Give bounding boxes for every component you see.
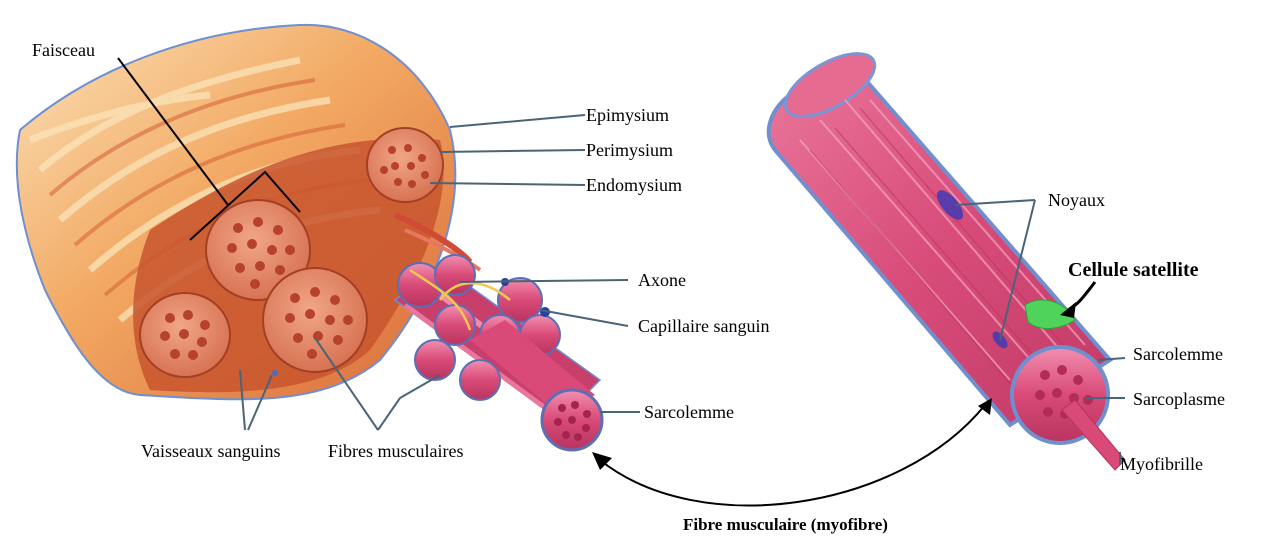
- myofibre-illustration: [769, 41, 1125, 470]
- label-noyaux: Noyaux: [1048, 190, 1105, 210]
- label-sarcoplasme: Sarcoplasme: [1133, 389, 1225, 409]
- label-myofibrille: Myofibrille: [1120, 454, 1203, 474]
- label-faisceau: Faisceau: [32, 40, 95, 60]
- label-fibres: Fibres musculaires: [328, 441, 463, 461]
- label-epimysium: Epimysium: [586, 105, 669, 125]
- label-endomysium: Endomysium: [586, 175, 682, 195]
- label-fibre-musculaire: Fibre musculaire (myofibre): [683, 515, 888, 534]
- label-cellule-satellite: Cellule satellite: [1068, 259, 1199, 281]
- muscle-illustration: [17, 25, 602, 450]
- fibre-bundle: [395, 255, 602, 450]
- label-sarcolemme-right: Sarcolemme: [1133, 344, 1223, 364]
- label-vaisseaux: Vaisseaux sanguins: [141, 441, 280, 461]
- label-axone: Axone: [638, 270, 686, 290]
- label-sarcolemme-left: Sarcolemme: [644, 402, 734, 422]
- label-capillaire: Capillaire sanguin: [638, 316, 769, 336]
- label-perimysium: Perimysium: [586, 140, 673, 160]
